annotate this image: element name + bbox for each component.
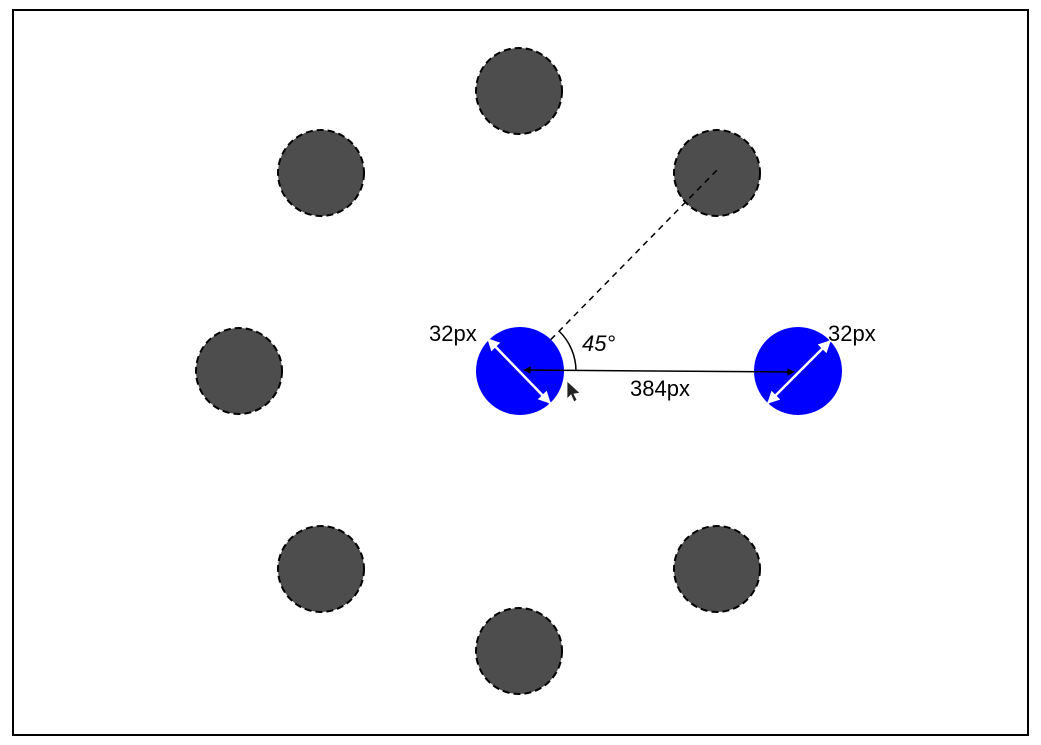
angle-guide-line — [519, 168, 719, 372]
mouse-pointer-icon — [566, 380, 581, 403]
left-diameter-label: 32px — [429, 321, 477, 346]
diameter-arrow-right — [767, 340, 831, 404]
right-diameter-label: 32px — [828, 321, 876, 346]
diagram-frame — [12, 9, 1029, 736]
target-circle — [673, 129, 761, 217]
distance-label: 384px — [630, 376, 690, 401]
target-circle — [277, 525, 365, 613]
target-circle — [475, 47, 563, 135]
distance-arrow — [523, 366, 795, 376]
target-circle — [475, 607, 563, 695]
target-circle — [277, 129, 365, 217]
target-circle — [195, 327, 283, 415]
angle-label: 45° — [582, 331, 615, 356]
diameter-arrow-left — [487, 338, 551, 404]
target-ring — [195, 47, 761, 695]
target-circle — [673, 525, 761, 613]
